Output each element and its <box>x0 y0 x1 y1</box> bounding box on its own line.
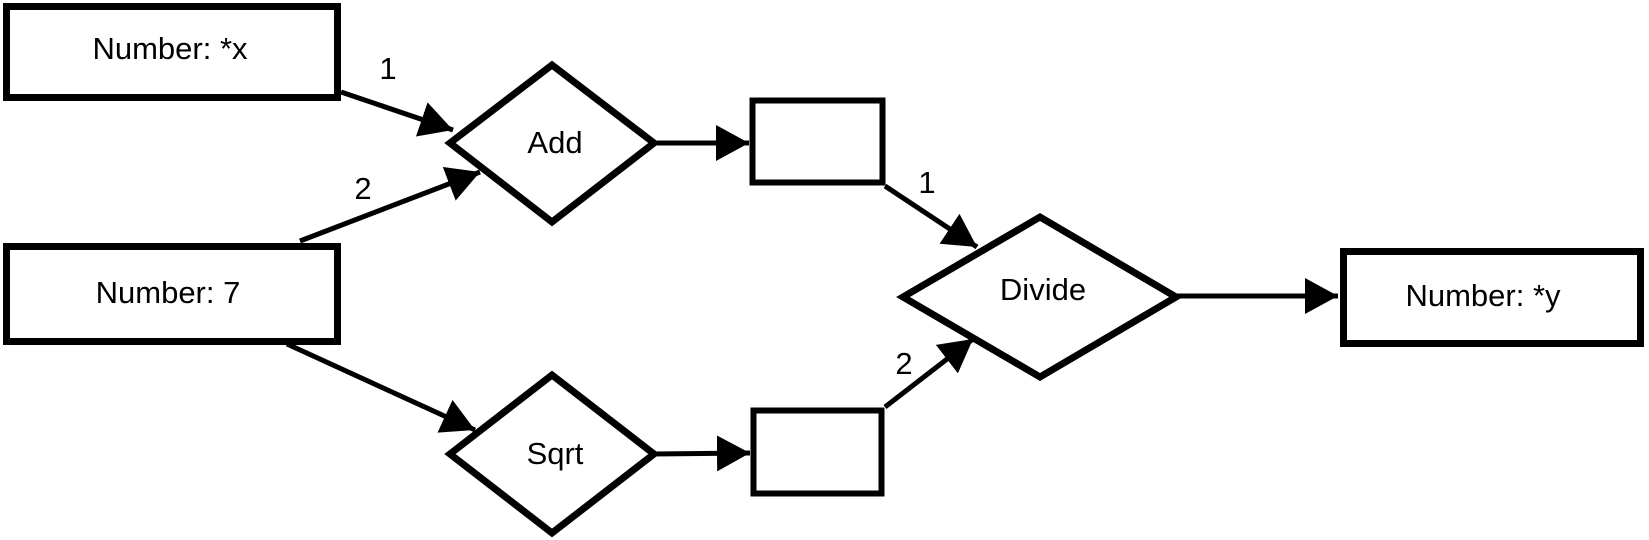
edge-result-add-to-divide <box>883 183 979 250</box>
label-op-sqrt: Sqrt <box>527 436 584 471</box>
label-op-add: Add <box>527 125 582 160</box>
node-op-add <box>444 60 660 227</box>
node-result-add <box>749 97 886 186</box>
node-output-y <box>1340 248 1644 347</box>
node-op-sqrt <box>444 370 660 538</box>
label-input-x: Number: *x <box>92 31 248 66</box>
edge-label-result-add-to-divide: 1 <box>918 165 935 200</box>
node-input-seven <box>3 243 341 345</box>
label-op-divide: Divide <box>1000 272 1086 307</box>
edge-group <box>285 89 1338 472</box>
edge-x-to-add <box>340 89 454 137</box>
node-input-x <box>3 3 341 101</box>
label-input-seven: Number: 7 <box>96 275 241 310</box>
node-result-sqrt <box>750 407 885 497</box>
edge-label-x-to-add: 1 <box>379 51 396 86</box>
edge-sqrt-to-result <box>652 435 751 472</box>
node-op-divide <box>896 212 1183 382</box>
label-output-y: Number: *y <box>1405 278 1561 313</box>
node-group <box>3 3 1644 538</box>
edge-label-result-sqrt-to-divide: 2 <box>895 346 912 381</box>
edge-seven-to-sqrt <box>285 341 477 433</box>
edge-label-group: 1 2 1 2 <box>354 51 935 381</box>
edge-label-seven-to-add: 2 <box>354 171 371 206</box>
edge-result-sqrt-to-divide <box>883 337 975 409</box>
node-label-group: Number: *x Number: 7 Add Sqrt Divide Num… <box>92 31 1561 471</box>
edge-seven-to-add <box>299 167 481 244</box>
